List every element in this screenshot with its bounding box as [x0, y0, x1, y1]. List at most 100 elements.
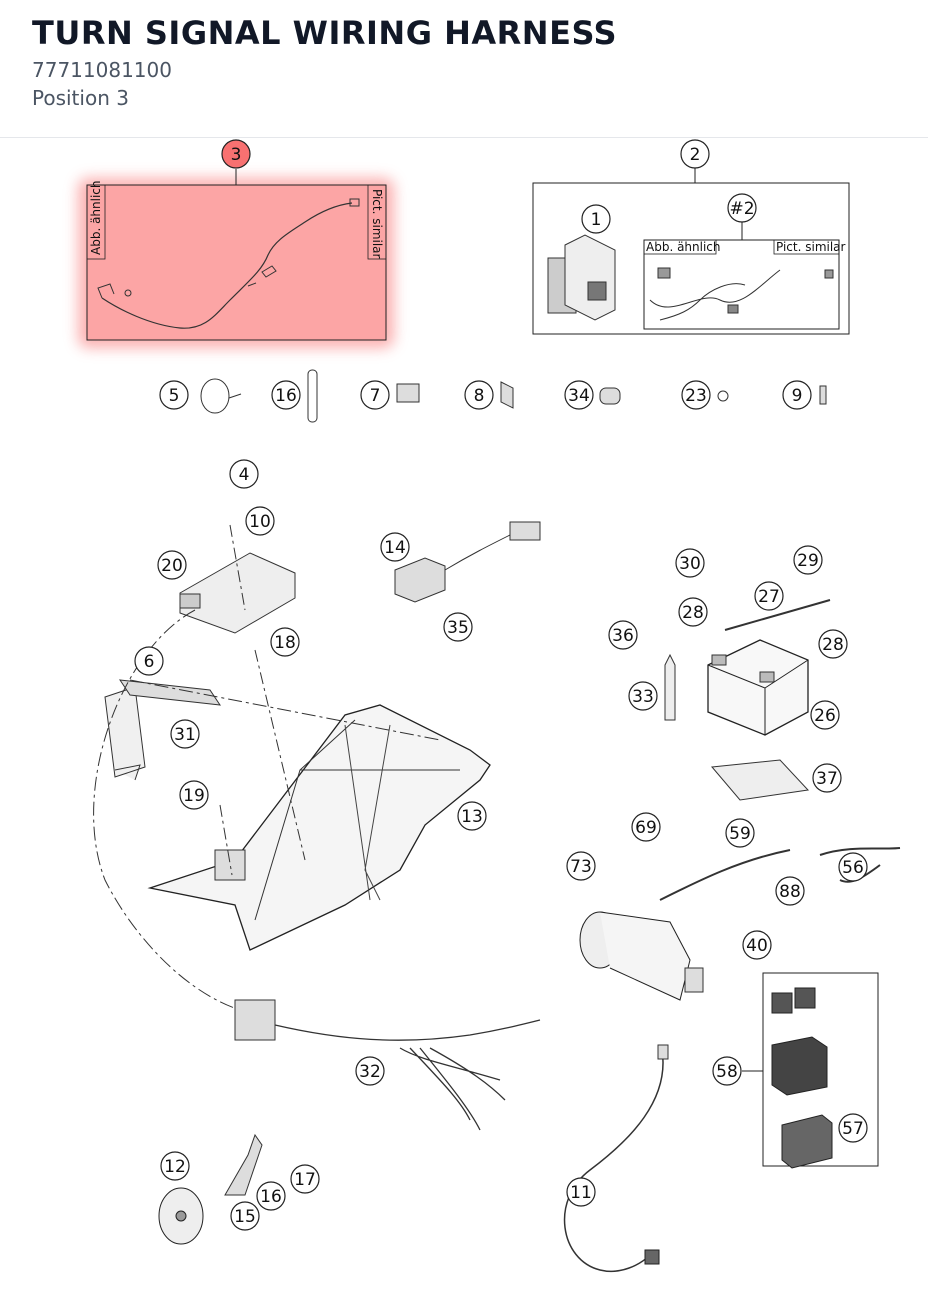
callout-number: 30	[679, 554, 701, 574]
callout-number: 14	[384, 538, 406, 558]
callout-27[interactable]: 27	[754, 581, 784, 611]
callout-23[interactable]: 23	[681, 380, 711, 410]
callout-7[interactable]: 7	[360, 380, 390, 410]
callout-17[interactable]: 17	[290, 1164, 320, 1194]
callout-number: 15	[234, 1207, 256, 1227]
callout-28[interactable]: 28	[678, 597, 708, 627]
callout-40[interactable]: 40	[742, 930, 772, 960]
callout-12[interactable]: 12	[160, 1151, 190, 1181]
inner-right-label: Pict. similar	[776, 240, 846, 254]
callout-number: 26	[814, 706, 836, 726]
small-parts-row	[200, 369, 827, 423]
wire-harness-cable	[101, 202, 353, 329]
callout-9[interactable]: 9	[782, 380, 812, 410]
callout-14[interactable]: 14	[380, 532, 410, 562]
callout-number: 31	[174, 725, 196, 745]
voltage-regulator	[394, 521, 541, 603]
callout-number: 69	[635, 818, 657, 838]
callout-15[interactable]: 15	[230, 1201, 260, 1231]
callout-18[interactable]: 18	[270, 627, 300, 657]
battery	[664, 599, 831, 801]
callout-4[interactable]: 4	[229, 459, 259, 489]
callout-number: 28	[682, 603, 704, 623]
callout-number: 59	[729, 824, 751, 844]
callout-number: 6	[144, 652, 155, 672]
callout-number: 16	[275, 386, 297, 406]
part-number: 77711081100	[32, 58, 172, 82]
callout-30[interactable]: 30	[675, 548, 705, 578]
callout-number: 23	[685, 386, 707, 406]
callout-33[interactable]: 33	[628, 681, 658, 711]
inner-left-label: Abb. ähnlich	[646, 240, 721, 254]
callout-number: 56	[842, 858, 864, 878]
callout-26[interactable]: 26	[810, 700, 840, 730]
page-header: TURN SIGNAL WIRING HARNESS 77711081100 P…	[0, 0, 928, 138]
callout-10[interactable]: 10	[245, 506, 275, 536]
part-group-58[interactable]: 58	[712, 972, 879, 1169]
callout-20[interactable]: 20	[157, 550, 187, 580]
callout-number: 88	[779, 882, 801, 902]
callout-number: 27	[758, 587, 780, 607]
callout-11[interactable]: 11	[566, 1177, 596, 1207]
callout-number: 73	[570, 857, 592, 877]
callout-3: 3	[231, 145, 242, 165]
callout-number: 16	[260, 1187, 282, 1207]
callout-35[interactable]: 35	[443, 612, 473, 642]
highlight-right-label: Pict. similar	[370, 189, 384, 259]
callout-8[interactable]: 8	[464, 380, 494, 410]
callout-number: 34	[568, 386, 590, 406]
callout-number: 12	[164, 1157, 186, 1177]
callout-number: 4	[239, 465, 250, 485]
callout-number: 36	[612, 626, 634, 646]
callout-36[interactable]: 36	[608, 620, 638, 650]
callout-1[interactable]: 1	[581, 204, 611, 234]
callout-number: 57	[842, 1119, 864, 1139]
callout-34[interactable]: 34	[564, 380, 594, 410]
highlight-left-label: Abb. ähnlich	[89, 180, 103, 255]
callout-73[interactable]: 73	[566, 851, 596, 881]
callout-2-inner: #2	[729, 199, 754, 219]
callout-number: 33	[632, 687, 654, 707]
callout-number: 1	[591, 210, 602, 230]
callout-58: 58	[716, 1062, 738, 1082]
callout-28[interactable]: 28	[818, 629, 848, 659]
callout-69[interactable]: 69	[631, 812, 661, 842]
callout-number: 10	[249, 512, 271, 532]
callout-56[interactable]: 56	[838, 852, 868, 882]
callout-32[interactable]: 32	[355, 1056, 385, 1086]
callout-number: 8	[474, 386, 485, 406]
callout-29[interactable]: 29	[793, 545, 823, 575]
callout-5[interactable]: 5	[159, 380, 189, 410]
callout-number: 18	[274, 633, 296, 653]
callout-6[interactable]: 6	[134, 646, 164, 676]
page-title: TURN SIGNAL WIRING HARNESS	[32, 14, 618, 52]
exploded-parts-diagram: Abb. ähnlich Pict. similar 3 2 Abb. ähnl…	[78, 139, 901, 1272]
callout-number: 13	[461, 807, 483, 827]
callout-16[interactable]: 16	[271, 380, 301, 410]
callout-number: 20	[161, 556, 183, 576]
callout-number: 11	[570, 1183, 592, 1203]
callout-37[interactable]: 37	[812, 763, 842, 793]
callout-19[interactable]: 19	[179, 780, 209, 810]
callout-number: 7	[370, 386, 381, 406]
callout-number: 28	[822, 635, 844, 655]
callout-number: 32	[359, 1062, 381, 1082]
electronics-holder	[93, 524, 491, 1011]
callout-31[interactable]: 31	[170, 719, 200, 749]
callout-number: 35	[447, 618, 469, 638]
callout-number: 40	[746, 936, 768, 956]
callout-88[interactable]: 88	[775, 876, 805, 906]
highlighted-part-3[interactable]: Abb. ähnlich Pict. similar 3	[78, 139, 394, 348]
lower-parts	[158, 999, 669, 1272]
callout-59[interactable]: 59	[725, 818, 755, 848]
callout-number: 5	[169, 386, 180, 406]
starter-motor	[579, 847, 901, 1001]
part-group-2[interactable]: 2 Abb. ähnlich Pict. similar #2	[532, 139, 850, 335]
callout-number: 9	[792, 386, 803, 406]
callout-number: 29	[797, 551, 819, 571]
callout-2: 2	[690, 145, 701, 165]
callout-number: 19	[183, 786, 205, 806]
callout-57[interactable]: 57	[838, 1113, 868, 1143]
callout-13[interactable]: 13	[457, 801, 487, 831]
callout-16[interactable]: 16	[256, 1181, 286, 1211]
